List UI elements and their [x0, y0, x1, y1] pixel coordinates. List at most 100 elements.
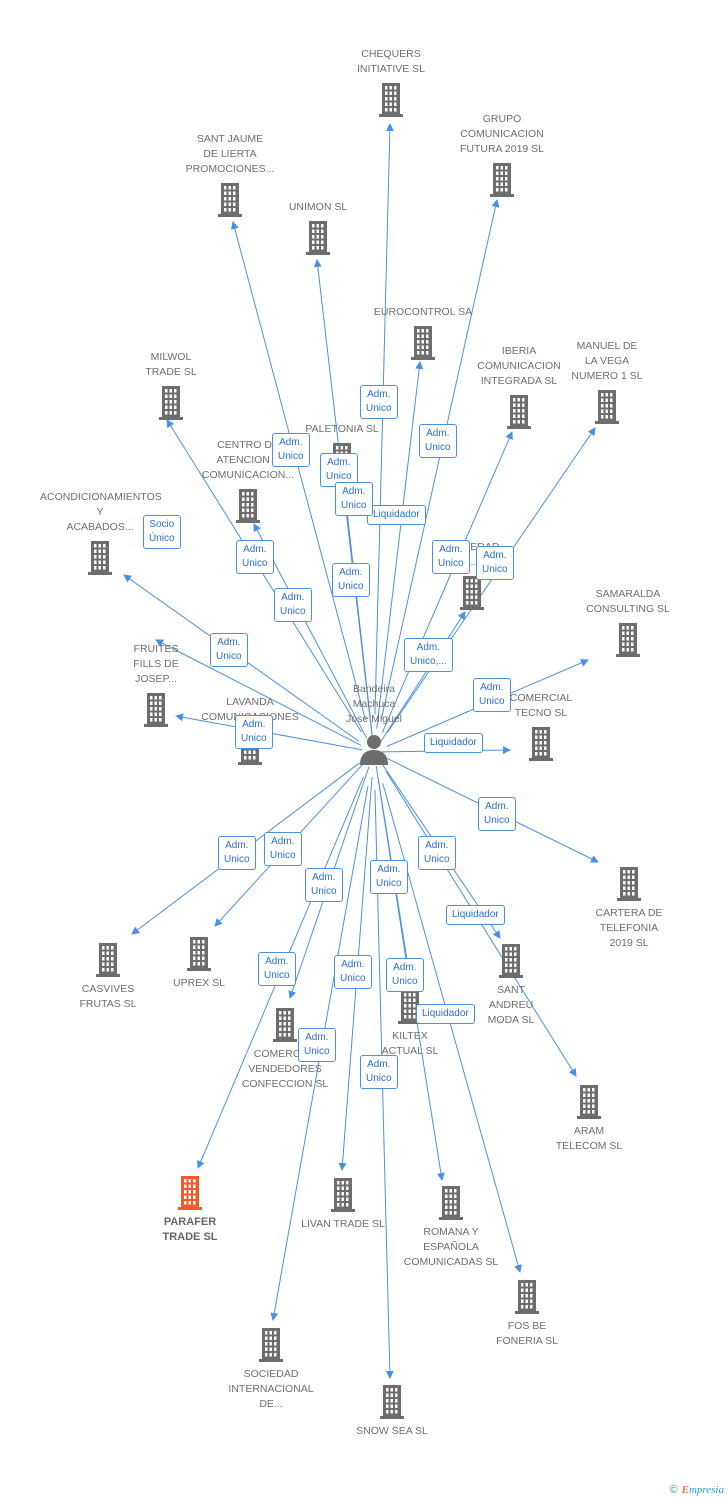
person-icon — [360, 735, 388, 765]
company-node-chequers[interactable]: CHEQUERS INITIATIVE SL — [331, 47, 451, 117]
building-icon — [460, 576, 484, 610]
company-node-snowsea[interactable]: SNOW SEA SL — [332, 1385, 452, 1439]
edge-grupo — [380, 199, 500, 719]
building-icon — [411, 326, 435, 360]
edge-iberia — [381, 431, 513, 733]
edge-label-milwol[interactable]: Socio Único — [143, 515, 181, 549]
edge-santjaume — [230, 221, 367, 721]
edge-milwol — [166, 419, 363, 733]
company-node-fosbe[interactable]: FOS BE FONERIA SL — [467, 1280, 587, 1349]
company-node-santjaume[interactable]: SANT JAUME DE LIERTA PROMOCIONES... — [170, 132, 290, 217]
company-label: ROMANA Y ESPAÑOLA COMUNICADAS SL — [403, 1226, 499, 1268]
company-label: EUROCONTROL SA — [373, 306, 473, 318]
edge-label-livan[interactable]: Adm. Unico — [334, 955, 372, 989]
edge-label-fruites[interactable]: Adm. Unico — [210, 633, 248, 667]
building-icon — [499, 944, 523, 978]
company-node-sociedad1[interactable]: SOCIEDAD ... — [412, 540, 532, 610]
person-name: Bandeira Machuca Jose Miguel — [345, 683, 403, 725]
company-label: GRUPO COMUNICACION FUTURA 2019 SL — [459, 113, 545, 155]
company-label: FOS BE FONERIA SL — [496, 1320, 558, 1347]
edge-label-lavanda[interactable]: Adm. Unico — [235, 715, 273, 749]
company-node-livan[interactable]: LIVAN TRADE SL — [283, 1178, 403, 1232]
company-label: ACONDICIONAMIENTOS Y ACABADOS... — [40, 491, 162, 533]
building-icon — [617, 867, 641, 901]
company-node-uprex[interactable]: UPREX SL — [139, 937, 259, 991]
building-icon — [577, 1085, 601, 1119]
building-icon — [88, 541, 112, 575]
edge-label-sociedad1[interactable]: Adm. Unico,... — [404, 638, 453, 672]
company-node-milwol[interactable]: MILWOL TRADE SL — [111, 350, 231, 420]
company-label: UPREX SL — [173, 977, 225, 989]
company-node-samaralda[interactable]: SAMARALDA CONSULTING SL — [568, 587, 688, 657]
edge-label-aram[interactable]: Liquidador — [446, 905, 505, 925]
edge-sociedad1 — [379, 611, 466, 744]
company-node-aram[interactable]: ARAM TELECOM SL — [529, 1085, 649, 1154]
edge-label-cartera[interactable]: Adm. Unico — [478, 797, 516, 831]
building-icon — [96, 943, 120, 977]
company-label: SANT ANDREU MODA SL — [487, 984, 535, 1026]
company-label: PALETONIA SL — [305, 423, 379, 435]
copyright-symbol: © — [669, 1484, 678, 1496]
company-node-kiltex[interactable]: KILTEX ACTUAL SL — [350, 990, 470, 1059]
company-node-acondicionamientos[interactable]: ACONDICIONAMIENTOS Y ACABADOS... — [40, 490, 162, 575]
company-node-manuel[interactable]: MANUEL DE LA VEGA NUMERO 1 SL — [547, 339, 667, 424]
edge-label-manuel[interactable]: Adm. Unico — [476, 546, 514, 580]
building-icon — [595, 390, 619, 424]
building-icon — [616, 623, 640, 657]
company-node-cartera[interactable]: CARTERA DE TELEFONIA 2019 SL — [569, 867, 689, 951]
edge-label-samaralda[interactable]: Adm. Unico — [473, 678, 511, 712]
edge-manuel — [386, 427, 596, 733]
edge-label-snowsea[interactable]: Adm. Unico — [360, 1055, 398, 1089]
company-node-casvives[interactable]: CASVIVES FRUTAS SL — [48, 943, 168, 1012]
edge-fruites — [155, 639, 362, 746]
company-node-unimon[interactable]: UNIMON SL — [258, 200, 378, 255]
building-icon — [379, 83, 403, 117]
building-icon — [236, 489, 260, 523]
building-icon — [144, 693, 168, 727]
company-node-fruites[interactable]: FRUITES FILLS DE JOSEP... — [96, 642, 216, 727]
edge-label-casvives[interactable]: Adm. Unico — [218, 836, 256, 870]
edge-label-eurocontrol[interactable]: Liquidador — [367, 505, 426, 525]
edge-label-romana[interactable]: Adm. Unico — [370, 860, 408, 894]
building-icon — [187, 937, 211, 971]
building-icon — [259, 1328, 283, 1362]
company-node-centro[interactable]: CENTRO DE ATENCION Y COMUNICACION... — [188, 438, 308, 523]
company-node-iberia[interactable]: IBERIA COMUNICACION INTEGRADA SL — [459, 344, 579, 429]
company-node-santandreu[interactable]: SANT ANDREU MODA SL — [451, 944, 571, 1028]
building-icon — [490, 163, 514, 197]
edge-label-fosbe[interactable]: Liquidador — [416, 1004, 475, 1024]
company-label: CARTERA DE TELEFONIA 2019 SL — [595, 907, 663, 949]
building-icon — [529, 727, 553, 761]
company-node-sociedadint[interactable]: SOCIEDAD INTERNACIONAL DE... — [211, 1328, 331, 1412]
edge-label-grupo[interactable]: Adm. Unico — [419, 424, 457, 458]
company-label: CASVIVES FRUTAS SL — [79, 983, 137, 1010]
company-node-grupo[interactable]: GRUPO COMUNICACION FUTURA 2019 SL — [442, 112, 562, 197]
edge-label-comercial[interactable]: Liquidador — [424, 733, 483, 753]
building-icon — [398, 990, 422, 1024]
company-label: SANT JAUME DE LIERTA PROMOCIONES... — [185, 133, 275, 175]
edge-label-acondicionamientos[interactable]: Adm. Unico — [274, 588, 312, 622]
edge-label-kiltex[interactable]: Adm. Unico — [386, 958, 424, 992]
edge-label-paletonia[interactable]: Adm. Unico — [335, 482, 373, 516]
footer-brand[interactable]: ©Empresia — [670, 1484, 725, 1496]
company-node-eurocontrol[interactable]: EUROCONTROL SA — [363, 305, 483, 360]
person-node[interactable]: Bandeira Machuca Jose Miguel — [324, 682, 424, 765]
company-label: FRUITES FILLS DE JOSEP... — [133, 643, 179, 685]
company-node-romana[interactable]: ROMANA Y ESPAÑOLA COMUNICADAS SL — [391, 1186, 511, 1270]
edge-label-iberia[interactable]: Adm. Unico — [432, 540, 470, 574]
edge-label-parafer[interactable]: Adm. Unico — [305, 868, 343, 902]
edge-label-centro[interactable]: Adm. Unico — [236, 540, 274, 574]
edge-label-paletonia[interactable]: Adm. Unico — [332, 563, 370, 597]
edge-label-sociedadint[interactable]: Adm. Unico — [298, 1028, 336, 1062]
company-node-parafer[interactable]: PARAFER TRADE SL — [130, 1176, 250, 1245]
edge-label-santandreu[interactable]: Adm. Unico — [418, 836, 456, 870]
building-icon — [273, 1008, 297, 1042]
company-label: COMERCIAL TECNO SL — [509, 692, 573, 719]
company-node-comercial[interactable]: COMERCIAL TECNO SL — [481, 691, 601, 761]
edge-label-comercvend[interactable]: Adm. Unico — [258, 952, 296, 986]
building-icon — [218, 183, 242, 217]
edge-label-chequers[interactable]: Adm. Unico — [360, 385, 398, 419]
company-label: SNOW SEA SL — [356, 1425, 428, 1437]
edge-label-santjaume[interactable]: Adm. Unico — [272, 433, 310, 467]
edge-label-uprex[interactable]: Adm. Unico — [264, 832, 302, 866]
